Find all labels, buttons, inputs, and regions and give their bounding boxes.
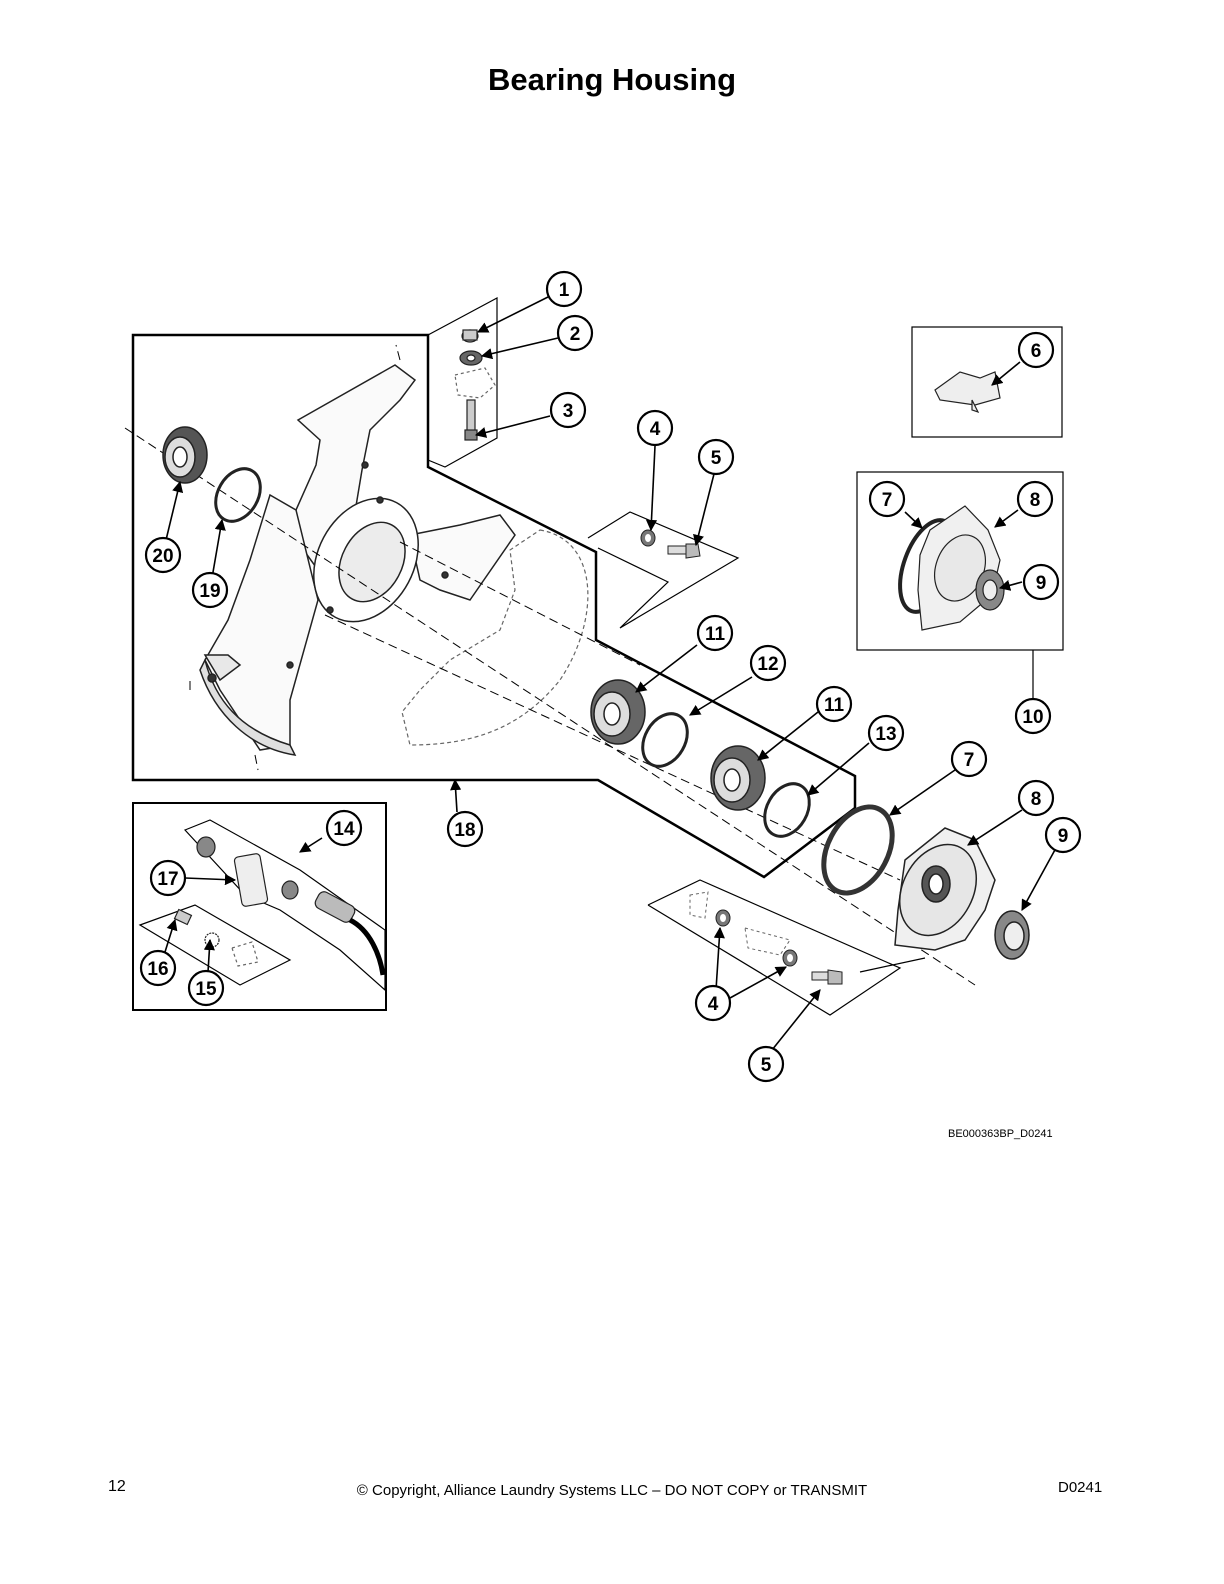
seal-9 [994,910,1030,960]
callout-17: 17 [157,869,178,890]
bearing-11-a [590,679,646,745]
callout-11-a: 11 [705,624,726,645]
callout-10: 10 [1022,707,1043,728]
cover-assembly-10 [898,505,1005,631]
callout-5: 5 [711,448,722,469]
hardware-4-5-lower [647,879,926,1016]
box-14-17-inset [132,802,387,1011]
callout-15: 15 [195,979,217,1000]
copyright-notice: © Copyright, Alliance Laundry Systems LL… [356,1482,868,1499]
callout-19: 19 [199,581,220,602]
hardware-stack-1-2-3 [427,296,498,468]
callouts [139,270,1082,1083]
bracket-6 [934,371,1001,414]
callout-14: 14 [333,819,355,840]
cover-plate-8 [894,827,996,951]
callout-18: 18 [454,820,475,841]
box-6 [911,326,1063,438]
page-number: 12 [108,1478,126,1495]
box-10 [856,471,1064,651]
callout-12: 12 [757,654,778,675]
callout-4-b: 4 [708,994,719,1015]
callout-8: 8 [1030,490,1041,511]
snap-ring-12 [641,712,689,768]
callout-16: 16 [147,959,168,980]
o-ring-7 [821,804,895,896]
callout-2: 2 [570,324,581,345]
callout-7: 7 [882,490,893,511]
callout-9-b: 9 [1058,826,1069,847]
callout-8-b: 8 [1031,789,1042,810]
callout-11-b: 11 [824,695,845,716]
center-lines [124,344,976,986]
callout-7-b: 7 [964,750,975,771]
snap-ring-19 [214,467,262,523]
snap-ring-13 [763,782,811,838]
callout-3: 3 [563,401,574,422]
callout-9: 9 [1036,573,1047,594]
leader-lines [164,296,1057,1051]
bearing-11-b [710,745,766,811]
page-title: Bearing Housing [487,62,736,97]
callout-labels: 1 2 3 4 5 6 7 8 9 10 11 12 11 13 7 8 9 1… [147,280,1068,1076]
callout-5-b: 5 [761,1055,772,1076]
spider-hub-casting [199,364,516,756]
callout-20: 20 [152,546,173,567]
callout-4: 4 [650,419,661,440]
callout-1: 1 [559,280,570,301]
seal-plate-outline [401,529,589,746]
bearing-20 [162,426,208,484]
callout-13: 13 [875,724,896,745]
callout-6: 6 [1031,341,1042,362]
hardware-4-5-upper [587,511,740,629]
document-code: D0241 [1058,1479,1103,1496]
drawing-id: BE000363BP_D0241 [948,1128,1053,1140]
